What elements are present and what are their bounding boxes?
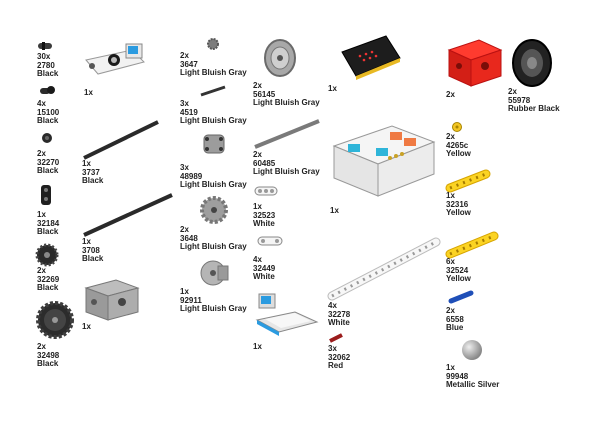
gear-3647-icon (207, 38, 219, 50)
axle-32062-icon (329, 333, 343, 343)
microbit-board-icon (341, 35, 401, 80)
pin-15100-icon (40, 86, 55, 94)
part-label-p22: 1x (330, 206, 339, 215)
pin-2780-icon (38, 42, 52, 50)
connector-32270-icon (42, 133, 52, 143)
axle-3708-icon (83, 193, 173, 237)
part-label-p10: 1x (82, 322, 91, 331)
expansion-board-icon (332, 125, 436, 197)
part-label-p21: 1x (328, 84, 337, 93)
wheel-56145-icon (264, 39, 296, 77)
part-label-p20: 1x (253, 342, 262, 351)
sensor-module-icon (85, 43, 145, 75)
motor-block-icon (84, 279, 140, 321)
gear-32269-icon (35, 243, 59, 267)
connector-48989-icon (203, 134, 225, 154)
connector-32184-icon (41, 185, 51, 205)
gear-32498-icon (36, 301, 74, 339)
part-label-p07: 1x (84, 88, 93, 97)
led-matrix-module-icon (255, 293, 319, 336)
beam-32524-icon (445, 231, 499, 259)
beam-32523-icon (254, 186, 278, 196)
red-motor-icon (447, 39, 503, 87)
beam-32278-icon (327, 237, 441, 301)
part-label-p25: 2x (446, 90, 455, 99)
beam-32449-icon (257, 236, 283, 246)
bush-4265c-icon (452, 122, 462, 132)
gear-3648-icon (200, 196, 228, 224)
tire-55978-icon (512, 39, 552, 87)
axle-60485-icon (254, 119, 320, 149)
gear-92911-icon (200, 260, 229, 286)
pin-6558-icon (448, 290, 474, 304)
beam-32316-icon (445, 169, 491, 193)
ball-99948-icon (462, 340, 482, 360)
axle-3737-icon (83, 120, 159, 160)
axle-4519-icon (200, 85, 226, 97)
